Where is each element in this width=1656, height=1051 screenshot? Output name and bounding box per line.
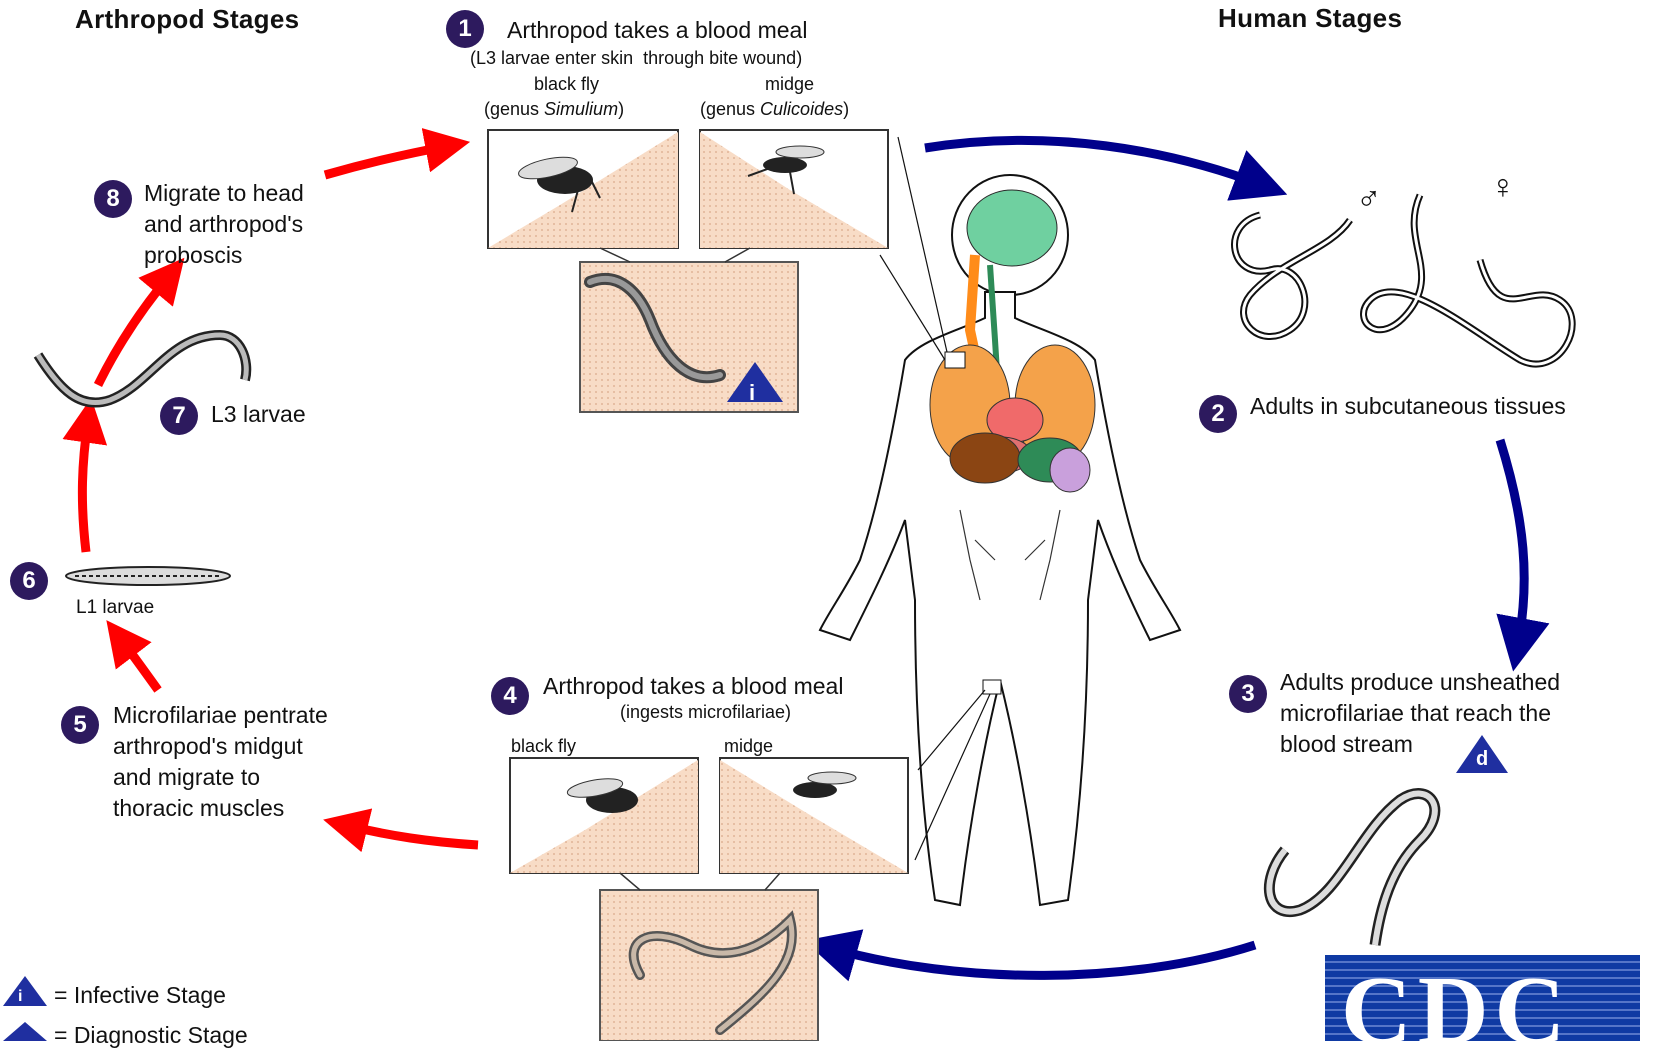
legend-infective-text: = Infective Stage [54,980,226,1011]
legend-infective-letter: i [18,988,22,1006]
blackfly-top-genus: (genus Simulium) [484,97,624,121]
blackfly-picture-bottom [510,758,698,873]
arrow-1-to-2 [925,140,1262,185]
step-4-title: Arthropod takes a blood meal [543,671,843,702]
step-1-badge: 1 [446,10,484,48]
step-2-badge: 2 [1199,395,1237,433]
arrow-5-to-6 [120,638,158,690]
step-8-badge: 8 [94,180,132,218]
infective-marker-top-letter: i [749,380,755,406]
step-3-badge: 3 [1229,675,1267,713]
midge-picture-top [700,130,888,248]
legend-diagnostic-icon [3,1022,47,1041]
arrow-4-to-5 [345,825,478,845]
microfilaria-zoom-bottom [600,873,818,1041]
midge-top-label: midge [765,72,814,96]
arrow-3-to-4 [830,945,1255,975]
midge-top-genus: (genus Culicoides) [700,97,849,121]
step-7-text: L3 larvae [211,399,306,430]
cdc-logo-text: CDC [1341,961,1571,1041]
diagnostic-marker-letter: d [1476,748,1488,771]
cdc-logo: CDC [1325,955,1640,1041]
step-4-subtitle: (ingests microfilariae) [620,700,791,724]
step-6-badge: 6 [10,562,48,600]
step-4-badge: 4 [491,677,529,715]
blackfly-picture-top [488,130,678,248]
l3-larvae-illustration [38,335,246,403]
arrow-2-to-3 [1500,440,1524,645]
arrow-8-to-1 [325,146,448,175]
legend-diagnostic-text: = Diagnostic Stage [54,1020,248,1051]
blackfly-top-label: black fly [534,72,599,96]
legend-infective-icon [3,976,47,1006]
midge-picture-bottom [720,758,908,873]
l1-larvae-illustration [66,567,230,585]
male-symbol: ♂ [1356,180,1382,219]
step-1-title: Arthropod takes a blood meal [507,15,807,46]
arthropod-stages-header: Arthropod Stages [75,4,299,35]
step-7-badge: 7 [160,397,198,435]
step-1-subtitle: (L3 larvae enter skin through bite wound… [470,46,802,70]
microfilaria-illustration [1269,794,1434,945]
female-symbol: ♀ [1490,168,1516,207]
adult-worms-illustration [1235,195,1573,364]
midge-bottom-label: midge [724,734,773,758]
step-2-text: Adults in subcutaneous tissues [1250,391,1566,422]
arrow-6-to-7 [82,420,88,552]
step-5-badge: 5 [61,706,99,744]
step-6-text: L1 larvae [76,597,154,619]
human-stages-header: Human Stages [1218,3,1402,34]
blackfly-bottom-label: black fly [511,734,576,758]
